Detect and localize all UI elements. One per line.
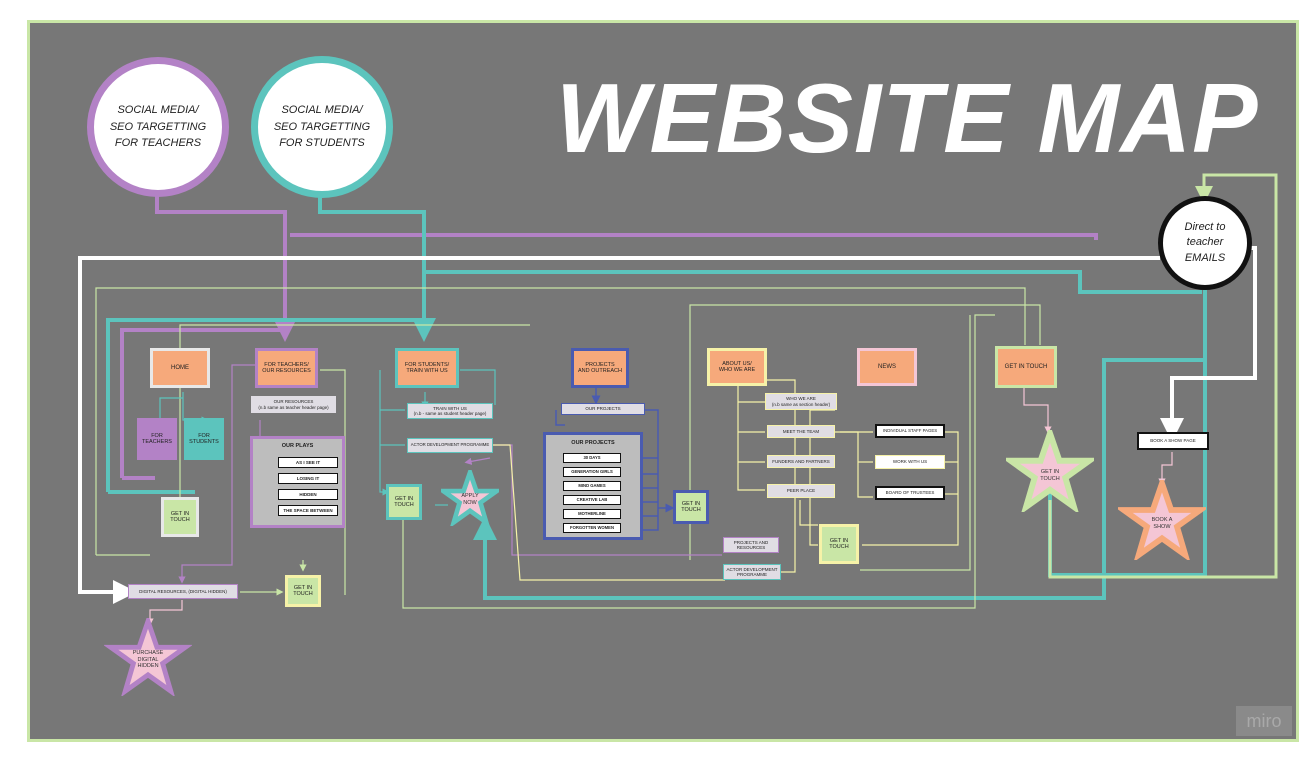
who-we-are-label: WHO WE ARE (n.b same as section header) [771, 396, 831, 407]
book-show-label: BOOK A SHOW [1151, 517, 1173, 530]
projects-resources-box[interactable]: PROJECTS AND RESOURCES [723, 537, 779, 553]
project-label: MIND GAMES [578, 482, 606, 488]
project-label: MOTHERLINE [578, 510, 606, 516]
peer-place-label: PEER PLACE [786, 488, 816, 494]
book-show-page-label: BOOK A SHOW PAGE [1150, 438, 1196, 444]
digital-resources-box[interactable]: DIGITAL RESOURCES, (DIGITAL HIDDEN) [128, 584, 238, 599]
home-label: HOME [171, 364, 189, 371]
teachers-get-in-touch-label: GET IN TOUCH [293, 584, 313, 597]
work-with-us-label: WORK WITH US [892, 459, 928, 465]
apply-now-star[interactable] [441, 470, 499, 526]
news-box[interactable]: NEWS [857, 348, 917, 386]
projects-outreach-box[interactable]: PROJECTS AND OUTREACH [571, 348, 629, 388]
projects-get-in-touch-label: GET IN TOUCH [681, 500, 701, 513]
board-trustees-box[interactable]: BOARD OF TRUSTEES [875, 486, 945, 500]
projects-get-in-touch-box[interactable]: GET IN TOUCH [673, 490, 709, 524]
about-us-label: ABOUT US/ WHO WE ARE [718, 360, 756, 373]
train-with-us-box[interactable]: TRAIN WITH US (n.b - same as student hea… [407, 403, 493, 419]
seo-students-circle: SOCIAL MEDIA/ SEO TARGETTING FOR STUDENT… [251, 56, 393, 198]
project-label: CREATIVE LAB [576, 496, 608, 502]
project-item[interactable]: GENERATION GIRLS [563, 467, 621, 477]
peer-place-box[interactable]: PEER PLACE [767, 484, 835, 498]
our-projects-title: OUR PROJECTS [571, 440, 615, 446]
get-in-touch-main-label: GET IN TOUCH [1004, 363, 1048, 370]
our-plays-title: OUR PLAYS [281, 443, 314, 449]
purchase-star[interactable] [104, 618, 192, 696]
projects-outreach-label: PROJECTS AND OUTREACH [577, 361, 622, 374]
our-resources-label: OUR RESOURCES (n.b same as teacher heade… [258, 399, 329, 410]
project-label: GENERATION GIRLS [571, 468, 613, 474]
funders-box[interactable]: FUNDERS AND PARTNERS [767, 455, 835, 468]
book-show-star[interactable] [1118, 480, 1206, 560]
about-get-in-touch-label: GET IN TOUCH [829, 537, 849, 550]
teacher-emails-circle: Direct to teacher EMAILS [1158, 196, 1252, 290]
play-item[interactable]: HIDDEN [278, 489, 338, 500]
meet-team-box[interactable]: MEET THE TEAM [767, 425, 835, 438]
teachers-resources-label: FOR TEACHERS/ OUR RESOURCES [262, 361, 311, 374]
students-train-box[interactable]: FOR STUDENTS/ TRAIN WITH US [395, 348, 459, 388]
funders-label: FUNDERS AND PARTNERS [772, 458, 830, 464]
seo-teachers-circle: SOCIAL MEDIA/ SEO TARGETTING FOR TEACHER… [87, 57, 229, 197]
about-get-in-touch-box[interactable]: GET IN TOUCH [819, 524, 859, 564]
seo-teachers-label: SOCIAL MEDIA/ SEO TARGETTING FOR TEACHER… [109, 104, 207, 150]
project-label: FORGOTTEN WOMEN [570, 524, 614, 530]
project-item[interactable]: FORGOTTEN WOMEN [563, 523, 621, 533]
actor-dev-label: ACTOR DEVELOPMENT PROGRAMME [410, 442, 490, 448]
purchase-label: PURCHASE DIGITAL HIDDEN [132, 650, 164, 670]
for-teachers-label: FOR TEACHERS [142, 432, 172, 445]
our-resources-box[interactable]: OUR RESOURCES (n.b same as teacher heade… [251, 396, 336, 413]
apply-now-label: APPLY NOW [461, 493, 479, 506]
project-item[interactable]: CREATIVE LAB [563, 495, 621, 505]
teachers-resources-box[interactable]: FOR TEACHERS/ OUR RESOURCES [255, 348, 318, 388]
play-item[interactable]: AS I SEE IT [278, 457, 338, 468]
our-projects-link-label: OUR PROJECTS [585, 406, 621, 412]
students-train-label: FOR STUDENTS/ TRAIN WITH US [404, 361, 450, 374]
who-we-are-box[interactable]: WHO WE ARE (n.b same as section header) [765, 393, 837, 410]
actor-dev-2-box[interactable]: ACTOR DEVELOPMENT PROGRAMME [723, 564, 781, 580]
play-label: AS I SEE IT [295, 459, 321, 465]
teachers-get-in-touch-box[interactable]: GET IN TOUCH [285, 575, 321, 607]
for-students-label: FOR STUDENTS [189, 432, 219, 445]
actor-dev-2-label: ACTOR DEVELOPMENT PROGRAMME [726, 566, 778, 577]
digital-resources-label: DIGITAL RESOURCES, (DIGITAL HIDDEN) [139, 588, 227, 594]
for-students-box[interactable]: FOR STUDENTS [184, 418, 224, 460]
get-in-touch-main-box[interactable]: GET IN TOUCH [995, 346, 1057, 388]
meet-team-label: MEET THE TEAM [782, 428, 820, 434]
staff-pages-label: INDIVIDUAL STAFF PAGES [882, 427, 938, 433]
project-item[interactable]: MIND GAMES [563, 481, 621, 491]
project-item[interactable]: MOTHERLINE [563, 509, 621, 519]
for-teachers-box[interactable]: FOR TEACHERS [137, 418, 177, 460]
projects-resources-label: PROJECTS AND RESOURCES [733, 539, 769, 550]
actor-dev-box[interactable]: ACTOR DEVELOPMENT PROGRAMME [407, 438, 493, 453]
project-item[interactable]: 30 DAYS [563, 453, 621, 463]
book-show-page-box[interactable]: BOOK A SHOW PAGE [1137, 432, 1209, 450]
students-get-in-touch-label: GET IN TOUCH [394, 495, 414, 508]
play-item[interactable]: THE SPACE BETWEEN [278, 505, 338, 516]
get-in-touch-star-label: GET IN TOUCH [1040, 469, 1060, 482]
staff-pages-box[interactable]: INDIVIDUAL STAFF PAGES [875, 424, 945, 438]
home-get-in-touch-box[interactable]: GET IN TOUCH [161, 497, 199, 537]
get-in-touch-star[interactable] [1006, 430, 1094, 512]
play-label: LOSING IT [296, 475, 320, 481]
play-label: THE SPACE BETWEEN [283, 507, 333, 513]
news-label: NEWS [878, 363, 896, 370]
board-canvas [27, 20, 1299, 742]
students-get-in-touch-box[interactable]: GET IN TOUCH [386, 484, 422, 520]
home-get-in-touch-label: GET IN TOUCH [170, 510, 190, 523]
play-item[interactable]: LOSING IT [278, 473, 338, 484]
our-projects-link-box[interactable]: OUR PROJECTS [561, 403, 645, 415]
miro-watermark: miro [1236, 706, 1292, 736]
play-label: HIDDEN [299, 491, 317, 497]
home-box[interactable]: HOME [150, 348, 210, 388]
board-trustees-label: BOARD OF TRUSTEES [885, 490, 935, 496]
train-with-us-label: TRAIN WITH US (n.b - same as student hea… [413, 405, 487, 416]
about-us-box[interactable]: ABOUT US/ WHO WE ARE [707, 348, 767, 386]
teacher-emails-label: Direct to teacher EMAILS [1184, 220, 1226, 264]
work-with-us-box[interactable]: WORK WITH US [875, 455, 945, 469]
page-title: WEBSITE MAP [556, 63, 1259, 173]
seo-students-label: SOCIAL MEDIA/ SEO TARGETTING FOR STUDENT… [273, 104, 371, 150]
project-label: 30 DAYS [583, 454, 601, 460]
